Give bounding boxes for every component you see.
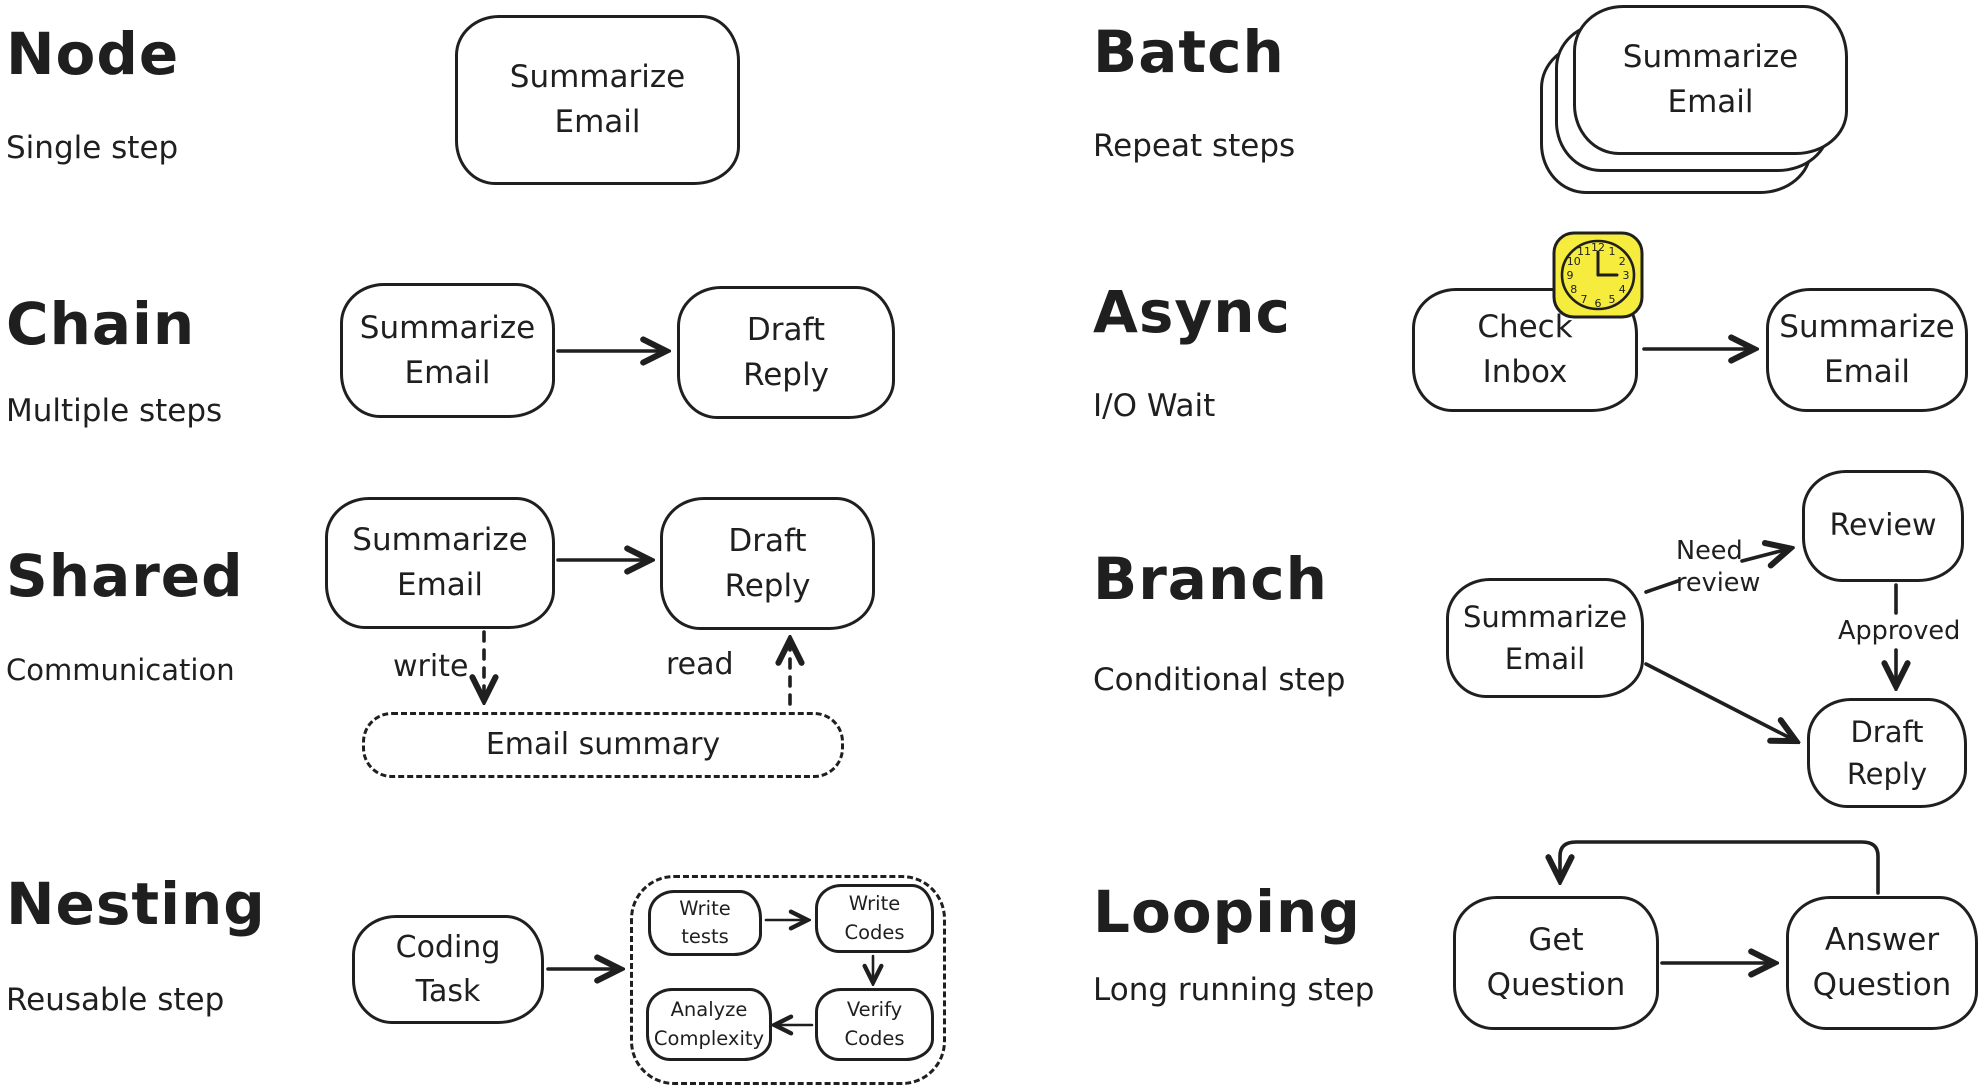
section-subtitle-looping: Long running step [1093, 972, 1375, 1008]
async-summarize-email-label: Summarize Email [1779, 309, 1955, 390]
looping-get-question-box: Get Question [1453, 896, 1659, 1030]
node-summarize-email-box: Summarize Email [455, 15, 740, 185]
batch-summarize-email-box: Summarize Email [1573, 5, 1848, 155]
shared-email-summary-store: Email summary [362, 712, 844, 778]
branch-need-review-label: Need review [1676, 536, 1761, 598]
nesting-write-tests-box: Write tests [648, 890, 762, 956]
looping-answer-question-box: Answer Question [1786, 896, 1978, 1030]
shared-draft-reply-box: Draft Reply [660, 497, 875, 630]
branch-need-review-arrow [1740, 549, 1788, 561]
section-subtitle-shared: Communication [6, 653, 235, 687]
svg-text:2: 2 [1619, 255, 1626, 268]
section-subtitle-nesting: Reusable step [6, 982, 225, 1018]
section-title-async: Async [1093, 278, 1291, 346]
nesting-verify-codes-box: Verify Codes [815, 988, 934, 1061]
branch-draft-reply-label: Draft Reply [1846, 714, 1928, 791]
svg-text:12: 12 [1591, 241, 1605, 254]
nesting-write-codes-label: Write Codes [844, 892, 905, 944]
section-subtitle-batch: Repeat steps [1093, 128, 1296, 164]
nesting-analyze-complexity-label: Analyze Complexity [653, 998, 765, 1050]
branch-review-box: Review [1802, 470, 1964, 582]
branch-draft-reply-box: Draft Reply [1807, 698, 1967, 808]
shared-summarize-email-label: Summarize Email [352, 522, 528, 603]
branch-need-review-segment [1644, 579, 1680, 594]
chain-summarize-email-box: Summarize Email [340, 283, 555, 418]
section-title-branch: Branch [1093, 545, 1328, 613]
section-subtitle-async: I/O Wait [1093, 388, 1216, 424]
section-title-nesting: Nesting [6, 870, 266, 938]
nesting-write-codes-box: Write Codes [815, 884, 934, 953]
async-check-inbox-label: Check Inbox [1477, 309, 1573, 390]
nesting-flow-container [630, 875, 946, 1085]
section-title-chain: Chain [6, 290, 196, 358]
chain-draft-reply-box: Draft Reply [677, 286, 895, 419]
branch-review-label: Review [1829, 508, 1937, 544]
batch-summarize-email-label: Summarize Email [1622, 39, 1799, 120]
section-subtitle-chain: Multiple steps [6, 393, 223, 429]
chain-summarize-email-label: Summarize Email [359, 309, 536, 391]
svg-text:9: 9 [1567, 269, 1574, 282]
svg-text:3: 3 [1623, 269, 1630, 282]
svg-text:4: 4 [1619, 283, 1626, 296]
section-title-node: Node [6, 20, 180, 88]
shared-read-label: read [666, 647, 734, 682]
svg-text:10: 10 [1567, 255, 1581, 268]
svg-text:1: 1 [1609, 245, 1616, 258]
looping-back-arrow [1560, 840, 1880, 895]
section-subtitle-branch: Conditional step [1093, 662, 1346, 698]
section-subtitle-node: Single step [6, 130, 179, 166]
svg-text:11: 11 [1577, 245, 1591, 258]
nesting-coding-task-box: Coding Task [352, 915, 544, 1024]
svg-text:7: 7 [1581, 293, 1588, 306]
section-title-batch: Batch [1093, 18, 1285, 86]
svg-text:6: 6 [1595, 297, 1602, 310]
node-summarize-email-label: Summarize Email [509, 59, 686, 140]
branch-direct-arrow [1644, 662, 1794, 740]
branch-summarize-email-box: Summarize Email [1446, 578, 1644, 698]
section-title-looping: Looping [1093, 878, 1361, 946]
section-title-shared: Shared [6, 542, 244, 610]
chain-draft-reply-label: Draft Reply [743, 311, 829, 393]
shared-email-summary-label: Email summary [485, 727, 721, 763]
nesting-verify-codes-label: Verify Codes [844, 998, 905, 1050]
nesting-write-tests-label: Write tests [679, 896, 731, 948]
looping-get-question-label: Get Question [1486, 922, 1626, 1003]
svg-text:5: 5 [1609, 293, 1616, 306]
nesting-coding-task-label: Coding Task [395, 930, 501, 1009]
branch-approved-label: Approved [1838, 616, 1961, 646]
svg-text:8: 8 [1570, 283, 1577, 296]
shared-draft-reply-label: Draft Reply [724, 522, 811, 604]
async-summarize-email-box: Summarize Email [1766, 288, 1968, 412]
shared-summarize-email-box: Summarize Email [325, 497, 555, 629]
branch-summarize-email-label: Summarize Email [1462, 599, 1628, 676]
nesting-analyze-complexity-box: Analyze Complexity [646, 988, 772, 1061]
shared-write-label: write [393, 649, 469, 684]
looping-answer-question-label: Answer Question [1812, 922, 1952, 1003]
